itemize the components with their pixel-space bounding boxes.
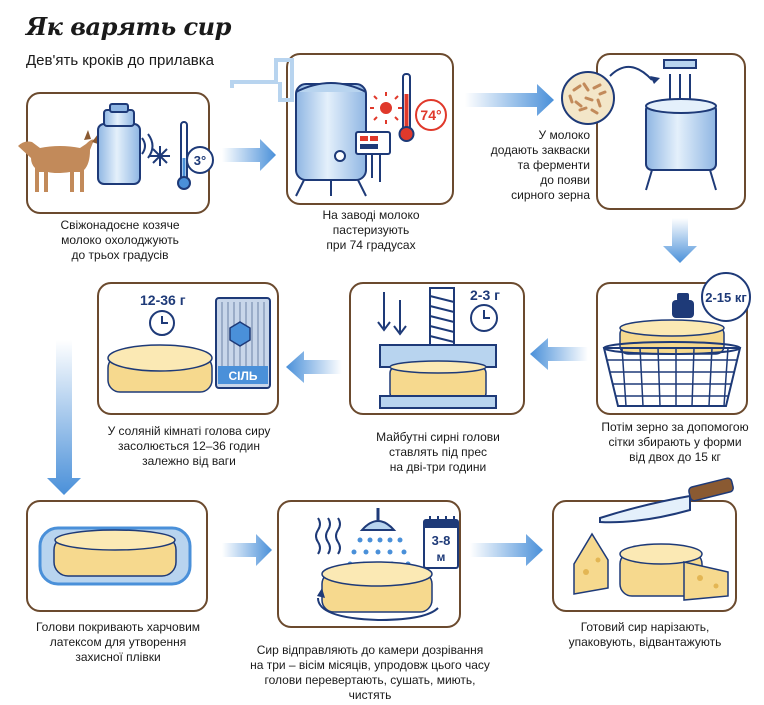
press-arrows-icon — [377, 292, 407, 336]
clock-icon-press — [470, 304, 498, 332]
curve-arrow — [609, 66, 653, 81]
cheese-press-icon — [379, 287, 497, 409]
temperature-badge-3: 3° — [186, 146, 214, 174]
thermometer-hot-icon — [398, 73, 415, 142]
milk-can-icon — [97, 103, 154, 185]
cheese-wheel-ripening-icon — [317, 561, 439, 622]
flow-arrows — [47, 84, 697, 566]
page-title: Як варять сир — [26, 12, 231, 41]
heat-sun-icon — [370, 92, 402, 124]
cheese-vat-icon — [645, 59, 717, 191]
thermometer-icon — [177, 121, 191, 190]
salt-bag-icon: СІЛЬ — [215, 297, 271, 389]
latex-cheese-icon — [38, 526, 192, 586]
cheese-slices-icon — [573, 532, 729, 601]
starter-culture-icon — [561, 71, 615, 125]
press-time-label: 2-3 г — [470, 287, 500, 303]
salt-bag-label: СІЛЬ — [228, 369, 257, 383]
clock-icon-salt — [149, 310, 175, 336]
calendar-icon: 3-8 м — [423, 516, 459, 569]
shower-icon — [347, 508, 411, 567]
weight-label: 2-15 кг — [705, 290, 747, 305]
ripening-unit-label: м — [437, 550, 446, 564]
temperature-3-label: 3° — [194, 153, 206, 168]
snowflake-icon — [150, 146, 170, 166]
weight-icon — [672, 293, 694, 318]
cheese-basket-icon — [602, 319, 742, 407]
page-subtitle: Дев'ять кроків до прилавка — [26, 52, 214, 69]
pasteurizer-tank-icon — [230, 58, 391, 197]
weight-badge: 2-15 кг — [701, 272, 751, 322]
temperature-74-label: 74° — [420, 107, 441, 123]
cheese-wheel-salt-icon — [107, 344, 213, 393]
steam-icon — [315, 517, 341, 555]
temperature-badge-74: 74° — [415, 99, 447, 131]
knife-icon — [599, 477, 734, 524]
ripening-months-label: 3-8 — [432, 533, 451, 548]
step-9-caption: Готовий сир нарізають,упаковують, відван… — [568, 620, 722, 649]
salting-time-label: 12-36 г — [140, 292, 186, 308]
goat-icon — [18, 130, 98, 192]
